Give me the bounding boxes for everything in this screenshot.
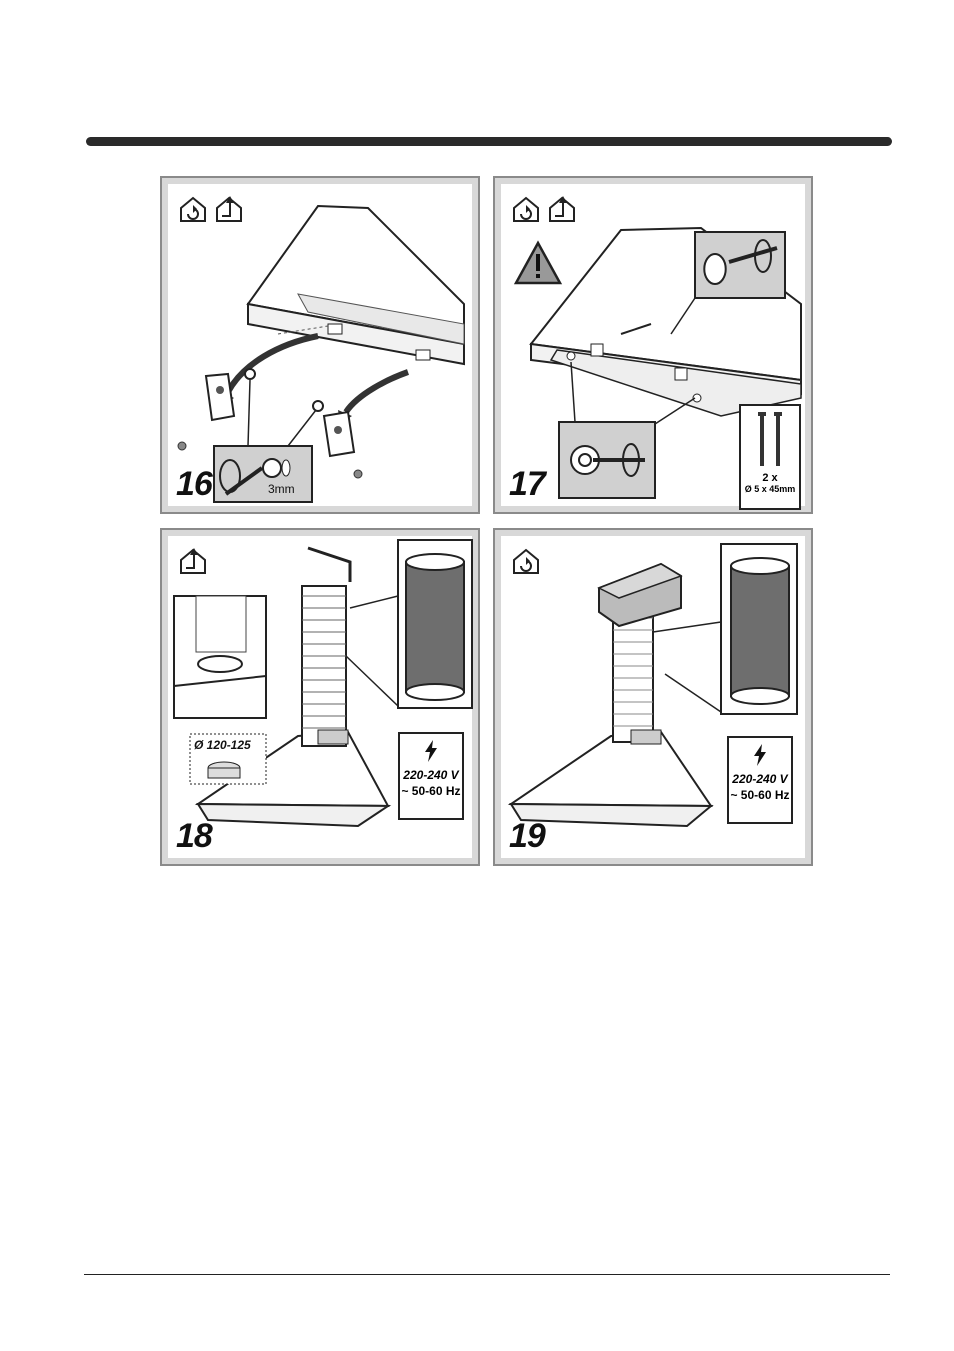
screw-icon — [758, 412, 782, 466]
duct-diameter-label: Ø 120-125 — [194, 738, 251, 752]
voltage-label: 220-240 V — [403, 768, 459, 782]
warning-triangle-icon — [513, 240, 563, 285]
screw-quantity: 2 x — [762, 472, 778, 484]
step-18-panel: Ø 120-125 220-240 V ~ 50-60 Hz 18 — [160, 528, 480, 866]
detail-3mm-label: 3mm — [268, 482, 295, 496]
step-17-illustration — [529, 226, 802, 499]
footer-rule — [84, 1274, 890, 1275]
step-18-canvas: Ø 120-125 220-240 V ~ 50-60 Hz 18 — [168, 536, 473, 858]
step-17-number: 17 — [509, 465, 546, 503]
step-17-panel: 2 x Ø 5 x 45mm 17 — [493, 176, 813, 514]
recirculation-house-icon — [513, 548, 539, 574]
step-19-canvas: 220-240 V ~ 50-60 Hz 19 — [501, 536, 805, 858]
recirculation-house-icon — [513, 196, 539, 222]
frequency-label: ~ 50-60 Hz — [730, 788, 790, 802]
step-16-panel: 3mm 16 — [160, 176, 480, 514]
step-19-panel: 220-240 V ~ 50-60 Hz 19 — [493, 528, 813, 866]
power-spec-box: 220-240 V ~ 50-60 Hz — [727, 736, 793, 824]
step-16-canvas: 3mm 16 — [168, 184, 472, 506]
step-19-illustration — [507, 543, 798, 828]
extraction-house-icon — [549, 196, 575, 222]
frequency-label: ~ 50-60 Hz — [401, 784, 461, 798]
screw-spec-box: 2 x Ø 5 x 45mm — [739, 404, 801, 510]
step-17-canvas: 2 x Ø 5 x 45mm 17 — [501, 184, 805, 510]
header-rule — [86, 137, 892, 146]
step-18-number: 18 — [176, 817, 213, 855]
extraction-house-icon — [180, 548, 206, 574]
step-16-number: 16 — [176, 465, 213, 503]
extraction-house-icon — [216, 196, 242, 222]
step-18-illustration — [173, 539, 473, 828]
lightning-bolt-icon — [754, 744, 766, 766]
step-19-number: 19 — [509, 817, 546, 855]
screw-size: Ø 5 x 45mm — [744, 484, 796, 494]
voltage-label: 220-240 V — [732, 772, 788, 786]
recirculation-house-icon — [180, 196, 206, 222]
power-spec-box: 220-240 V ~ 50-60 Hz — [398, 732, 464, 820]
lightning-bolt-icon — [425, 740, 437, 762]
step-16-illustration — [177, 204, 465, 503]
